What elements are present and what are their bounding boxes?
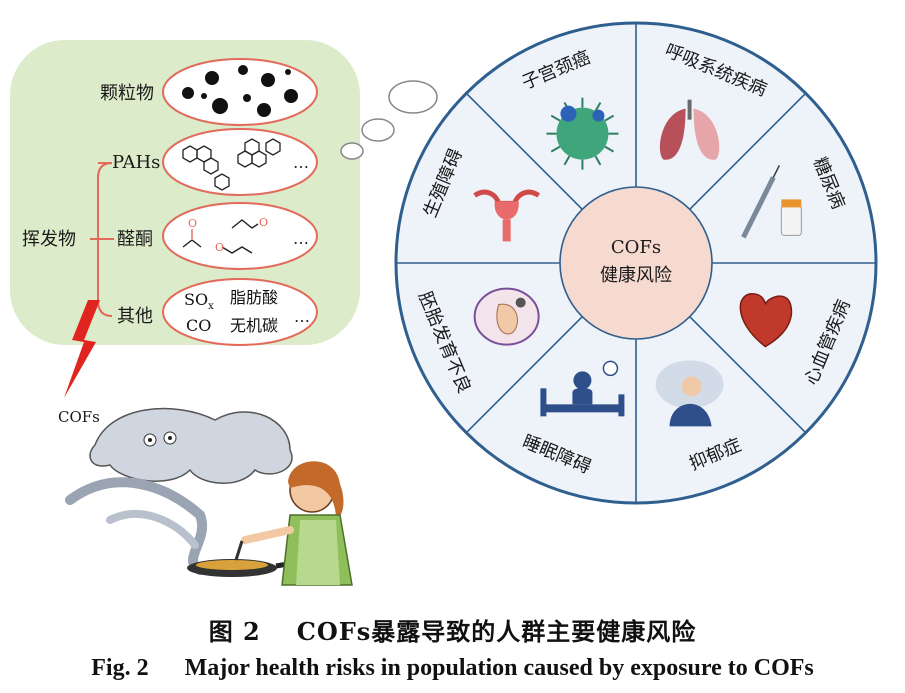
label-aldehyde-ketone: 醛酮 bbox=[117, 229, 153, 250]
particulate-ellipse bbox=[162, 58, 318, 126]
label-pahs: PAHs bbox=[112, 152, 160, 173]
sox-text: SOx bbox=[184, 290, 214, 312]
bubble-dot-large bbox=[388, 80, 438, 114]
caption-en-number: Fig. 2 bbox=[91, 655, 149, 681]
cancer-cell-icon bbox=[546, 97, 619, 170]
embryo-icon bbox=[473, 287, 540, 346]
lightning-icon bbox=[64, 300, 100, 398]
svg-text:O: O bbox=[259, 216, 268, 229]
caption-en-text: Major health risks in population caused … bbox=[184, 655, 814, 681]
label-others: 其他 bbox=[117, 306, 153, 327]
wheel-divider bbox=[465, 92, 583, 210]
wheel-center-title: COFs bbox=[611, 237, 661, 258]
source-label: COFs bbox=[58, 408, 100, 426]
caption-english: Fig. 2 Major health risks in population c… bbox=[0, 655, 905, 682]
bubble-dot-medium bbox=[361, 118, 395, 142]
aldehyde-molecule-icon bbox=[182, 219, 259, 254]
caption-cn-number: 图 2 bbox=[208, 617, 261, 646]
wheel-center-subtitle: 健康风险 bbox=[600, 265, 672, 286]
wheel-divider bbox=[689, 92, 807, 210]
wheel-divider bbox=[465, 316, 583, 434]
co-text: CO bbox=[186, 316, 211, 335]
others-ellipsis: … bbox=[294, 307, 310, 326]
label-particulate: 颗粒物 bbox=[100, 83, 154, 104]
caption-cn-text: COFs暴露导致的人群主要健康风险 bbox=[296, 617, 697, 646]
health-risk-wheel: 呼吸系统疾病糖尿病心血管疾病抑郁症睡眠障碍胚胎发育不良生殖障碍子宫颈癌COFs健… bbox=[394, 21, 878, 505]
bubble-dot-small bbox=[340, 142, 364, 160]
heart-icon bbox=[739, 293, 793, 348]
particles-icon bbox=[182, 65, 298, 117]
lungs-icon bbox=[659, 99, 720, 160]
wheel-divider bbox=[689, 316, 807, 434]
label-volatiles: 挥发物 bbox=[22, 229, 76, 250]
aldehyde-ellipse bbox=[162, 202, 318, 270]
fatty-acid-text: 脂肪酸 bbox=[230, 288, 278, 307]
thought-bubble: 颗粒物 PAHs … 醛酮 bbox=[10, 40, 438, 346]
svg-text:O: O bbox=[188, 217, 197, 230]
oxygen-atoms: O O O bbox=[188, 216, 268, 254]
syringe-insulin-icon bbox=[741, 165, 802, 239]
wheel-center bbox=[559, 186, 713, 340]
sleep-bed-icon bbox=[540, 360, 625, 417]
pahs-ellipsis: … bbox=[293, 153, 309, 172]
smoke-monster-icon bbox=[89, 407, 293, 484]
svg-text:O: O bbox=[215, 241, 224, 254]
pahs-molecule-icon bbox=[182, 138, 281, 191]
uterus-icon bbox=[473, 189, 541, 242]
health-risk-diagram: 颗粒物 PAHs … 醛酮 bbox=[10, 21, 878, 586]
others-ellipse bbox=[162, 278, 318, 346]
caption-chinese: 图 2 COFs暴露导致的人群主要健康风险 bbox=[0, 612, 905, 647]
pahs-ellipse bbox=[162, 128, 318, 196]
cooking-fumes-illustration bbox=[65, 407, 353, 586]
aldehyde-ellipsis: … bbox=[293, 229, 309, 248]
depressed-person-icon bbox=[655, 360, 724, 427]
inorganic-carbon-text: 无机碳 bbox=[230, 316, 278, 335]
